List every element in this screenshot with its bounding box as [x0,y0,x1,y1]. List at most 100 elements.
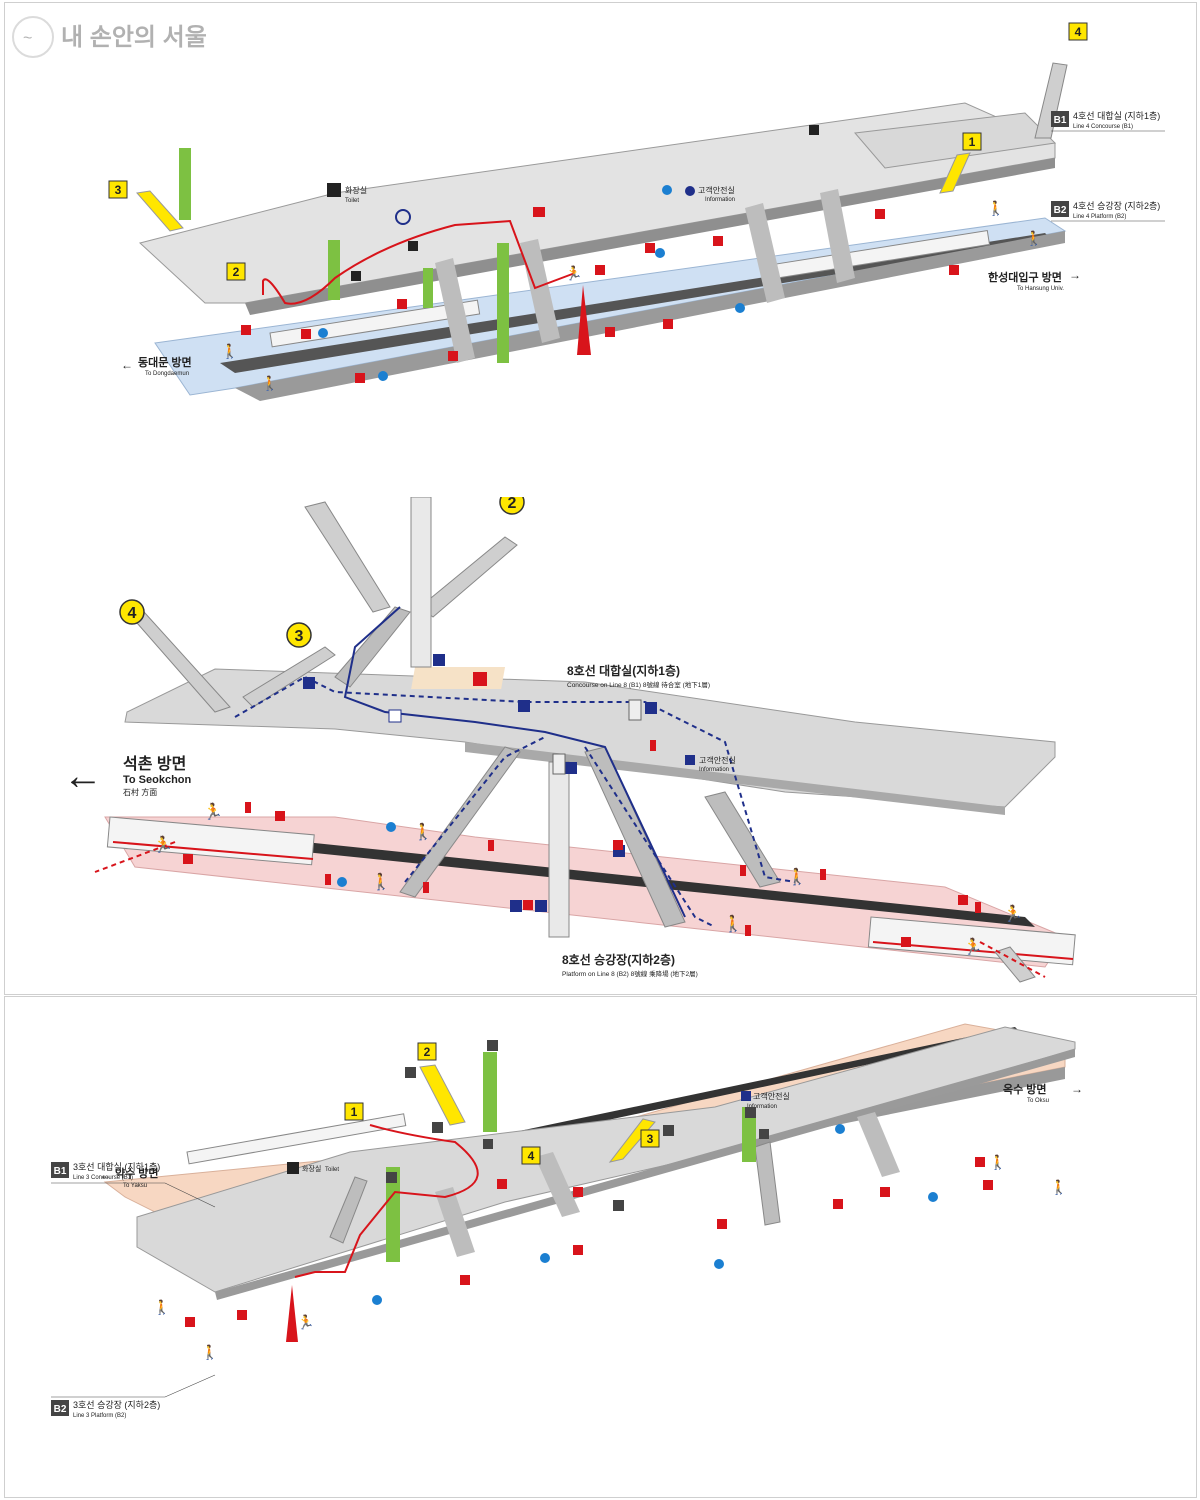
elevator-shaft [386,1167,400,1262]
line4-station-panel: ~ 내 손안의 서울 3 2 1 4 화장실 Toilet 고객안전실 Info… [4,2,1197,498]
svg-text:Line 4 Concourse (B1): Line 4 Concourse (B1) [1073,124,1133,130]
direction-left: ← 동대문 방면 To Dongdaemun [121,355,192,377]
fire-extinguisher-icon [880,1187,890,1197]
exit-badge-3: 3 [286,622,312,648]
info-icon [685,186,695,196]
elevator-icon [386,1172,397,1183]
exit-badge-4: 4 [119,599,145,625]
svg-text:2: 2 [233,265,240,279]
svg-text:Toilet: Toilet [325,1167,339,1173]
stair-to-platform [754,1141,781,1226]
emergency-phone-icon [605,327,615,337]
svg-text:To Yaksu: To Yaksu [123,1183,147,1189]
exit-badge-4: 4 [521,1146,541,1165]
information-sign: 고객안전실 Information [685,755,736,773]
exit-badge-2: 2 [499,497,525,515]
svg-text:To Dongdaemun: To Dongdaemun [145,371,189,377]
exit-person-icon: 🚶 [413,822,433,841]
emergency-route-red-dashed [979,941,1046,978]
exit-person-icon: 🚶 [261,375,278,392]
line4-concourse-floor [138,102,1056,304]
svg-text:3호선 대합실 (지하1층): 3호선 대합실 (지하1층) [73,1162,160,1172]
elevator-icon [565,762,577,774]
svg-text:B2: B2 [1054,205,1067,216]
exit-person-icon: 🚶 [989,1154,1006,1171]
wheelchair-lift-icon [351,271,361,281]
svg-text:고객안전실: 고객안전실 [699,755,736,765]
exit-person-icon: 🚶 [1050,1179,1067,1196]
accessible-route-red [262,219,576,305]
level-label-b1: B1 4호선 대합실 (지하1층) Line 4 Concourse (B1) [1051,111,1165,132]
exit-badge-2: 2 [226,262,246,281]
level-label-b1: B1 3호선 대합실 (지하1층) Line 3 Concourse (B1) [51,1162,216,1208]
pillar [745,203,785,303]
fire-extinguisher-icon [423,882,429,893]
pillar [435,1187,475,1257]
locker-icon [483,1139,493,1149]
emergency-phone-icon [958,895,968,905]
svg-text:3: 3 [295,628,304,645]
train-left [186,1113,407,1165]
location-marker [577,285,591,355]
escalator-icon [663,1125,674,1136]
svg-text:Toilet: Toilet [345,198,359,204]
platform-label: 8호선 승강장(지하2층) Platform on Line 8 (B2) 8號… [562,952,698,978]
direction-left: ← 약수 방면 To Yaksu [100,1166,159,1189]
elevator-shaft [423,268,433,308]
emergency-exit-icon: 🏃 [963,937,983,956]
aed-icon [372,1295,382,1305]
exit-person-icon: 🚶 [201,1344,218,1361]
locker-icon [408,241,418,251]
location-marker [286,1285,298,1342]
pillar [820,189,855,283]
info-icon [518,700,530,712]
toilet-icon [473,672,487,686]
direction-right: 옥수 방면 To Oksu → [1003,1082,1083,1104]
elevator-shaft [742,1107,756,1162]
elevator-shaft [328,240,340,300]
line8-concourse-floor [124,668,1056,808]
direction-right: 한성대입구 방면 To Hansung Univ. → [988,268,1081,292]
arrow-left-icon: ← [121,358,133,372]
svg-text:4: 4 [128,605,137,622]
stair-upper-right [419,536,518,618]
fire-extinguisher-icon [241,325,251,335]
emergency-phone-icon [901,937,911,947]
arrow-right-icon: → [1069,268,1081,282]
svg-text:고객안전실: 고객안전실 [698,185,735,195]
svg-text:화장실: 화장실 [345,185,367,195]
exit-badge-3: 3 [108,180,128,199]
svg-text:Line 3 Concourse (B1): Line 3 Concourse (B1) [73,1175,133,1181]
concourse-upper-wing [854,112,1057,169]
pillar [535,1152,580,1217]
svg-text:2: 2 [508,497,517,512]
exit-badge-2: 2 [417,1042,437,1061]
emergency-exit-icon: 🏃 [565,265,582,281]
fire-extinguisher-icon [488,840,494,851]
aed-icon [662,185,672,195]
emergency-exit-icon: 🏃 [203,802,223,821]
platform-edge [235,231,1065,401]
accessible-route-blue [343,606,686,918]
line8-diagram: 4 3 2 🏃 🏃 🏃 🏃 🚶 🚶 🚶 🚶 8호선 대합실(지하1층) Conc… [63,497,1076,983]
exit-person-icon: 🚶 [221,343,238,360]
emergency-phone-icon [355,373,365,383]
svg-text:Platform on Line 8 (B2) 8號線: Platform on Line 8 (B2) 8號線 乘降場 (地下2層) [562,969,698,978]
toilet-icon [287,1162,299,1174]
elevator-icon [745,1107,756,1118]
accessible-route-blue-dashed [404,736,546,883]
info-icon [685,755,695,765]
fire-extinguisher-icon [663,319,673,329]
svg-text:To Oksu: To Oksu [1027,1098,1049,1104]
exit-person-icon: 🚶 [153,1299,170,1316]
svg-text:한성대입구 방면: 한성대입구 방면 [988,270,1062,284]
svg-text:8호선 대합실(지하1층): 8호선 대합실(지하1층) [567,663,680,678]
defibrillator-icon [533,207,545,217]
emergency-phone-icon [983,1180,993,1190]
elevator-icon [535,900,547,912]
svg-text:1: 1 [969,135,976,149]
defibrillator-icon [497,1179,507,1189]
level-label-b2: B2 3호선 승강장 (지하2층) Line 3 Platform (B2) [51,1374,216,1419]
svg-text:B1: B1 [54,1166,67,1177]
svg-text:Information: Information [699,767,729,773]
